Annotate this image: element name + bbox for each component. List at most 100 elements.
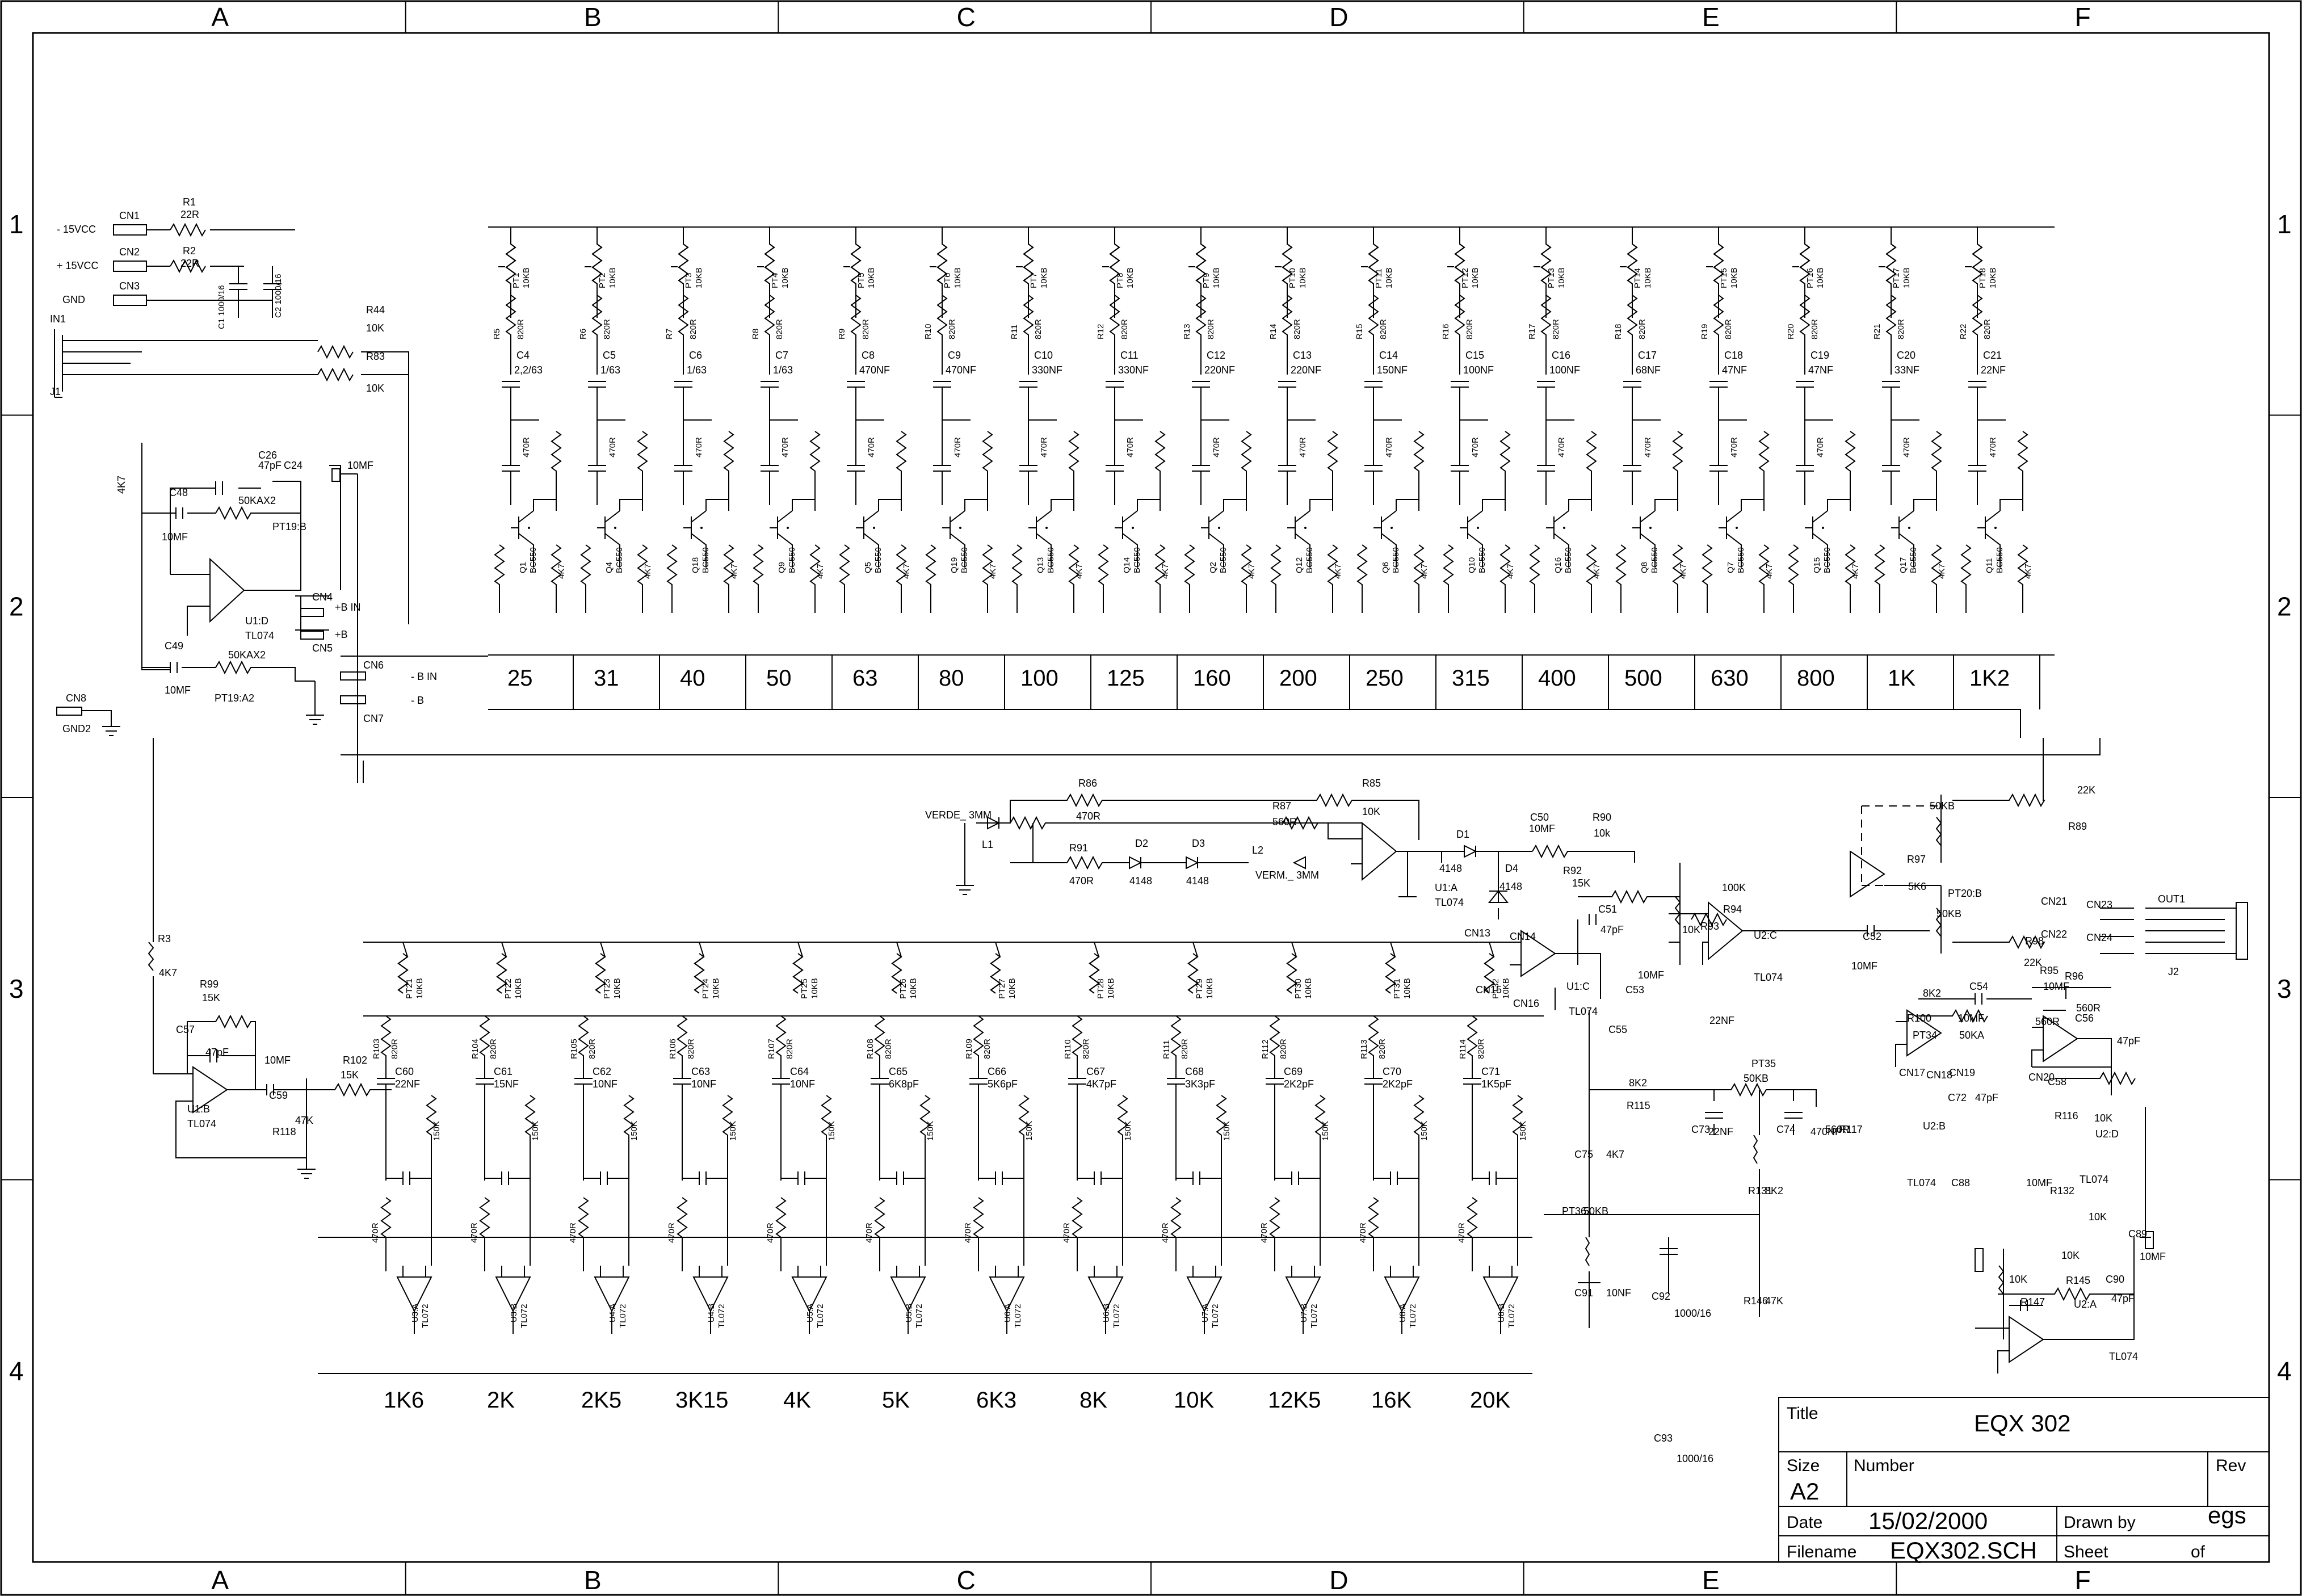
transistor-label: Q2 <box>1208 562 1218 573</box>
cap-label: C62 <box>593 1066 611 1077</box>
cap-top-label: C10 <box>1034 350 1053 361</box>
pot-label: PT8 <box>1115 272 1125 288</box>
r3-label: R3 <box>158 933 171 944</box>
transistor-type: BC550 <box>1305 547 1314 573</box>
pot-value: 10KB <box>1988 267 1998 288</box>
c54-value: 10MF <box>1958 1013 1984 1024</box>
lower-resistor-value: 470R <box>1062 1223 1072 1243</box>
transistor-label: Q13 <box>1036 557 1045 573</box>
opamp-type: TL072 <box>914 1304 924 1328</box>
cap-label: C67 <box>1086 1066 1105 1077</box>
r100-value: 8K2 <box>1923 988 1941 999</box>
c26-label: C26 <box>258 450 277 461</box>
series-resistor-label: R107 <box>767 1039 776 1059</box>
u1c-label: U1:C <box>1566 981 1590 992</box>
series-resistor-label: R10 <box>923 324 933 339</box>
series-resistor-label: R7 <box>665 329 674 339</box>
drawn-by-label: Drawn by <box>2064 1513 2136 1532</box>
c50-label: C50 <box>1530 812 1549 823</box>
cn18-label: CN18 <box>1926 1069 1952 1081</box>
r2-label: R2 <box>183 245 196 257</box>
u1d-label: U1:D <box>245 615 268 627</box>
u2c-label: U2:C <box>1754 930 1777 941</box>
series-resistor-value: 820R <box>1180 1039 1190 1059</box>
series-resistor-label: R103 <box>372 1039 381 1059</box>
series-resistor-value: 820R <box>1206 319 1216 339</box>
transistor-label: Q14 <box>1122 557 1132 573</box>
band-frequency-label: 400 <box>1538 666 1576 691</box>
transistor-type: BC550 <box>528 547 538 573</box>
pot-label: PT2 <box>598 272 607 288</box>
transistor-label: Q18 <box>691 557 700 573</box>
u1b-label: U1:B <box>187 1103 210 1115</box>
transistor-type: BC550 <box>1477 547 1487 573</box>
feedback-resistor-value: 150K <box>1024 1121 1034 1141</box>
zone-col-bottom-B: B <box>584 1565 602 1595</box>
cap-top-label: C6 <box>689 350 702 361</box>
c48-label: C48 <box>169 487 188 498</box>
pot-label: PT23 <box>602 978 612 999</box>
cap-top-label: C18 <box>1724 350 1743 361</box>
series-resistor-value: 820R <box>1465 319 1475 339</box>
pot-label: PT1 <box>511 272 521 288</box>
cap-value: 1K5pF <box>1481 1078 1511 1090</box>
u2a-label: U2:A <box>2074 1299 2097 1310</box>
transistor-label: Q5 <box>863 562 873 573</box>
r116-label: R116 <box>2055 1110 2078 1122</box>
opamp-type: TL072 <box>1408 1304 1418 1328</box>
r86-value: 470R <box>1076 810 1100 822</box>
cap-label: C61 <box>494 1066 513 1077</box>
cap-top-label: C16 <box>1552 350 1570 361</box>
c59-value: 10MF <box>264 1055 291 1066</box>
pot-value: 10KB <box>1501 978 1511 999</box>
c72-label: C72 <box>1948 1092 1967 1103</box>
pot-value: 10KB <box>1402 978 1412 999</box>
pot-value: 10KB <box>1384 267 1394 288</box>
series-resistor-label: R9 <box>837 329 847 339</box>
cap-top-label: C9 <box>948 350 961 361</box>
filename-label: Filename <box>1787 1543 1856 1561</box>
led-green-label: VERDE_ 3MM <box>925 809 992 821</box>
transistor-type: BC550 <box>1822 547 1832 573</box>
r99-label: R99 <box>200 978 219 990</box>
filename-value: EQX302.SCH <box>1890 1537 2037 1564</box>
cn8-connector <box>56 707 82 716</box>
power-input-section <box>54 222 409 624</box>
pot-label: PT18 <box>1978 268 1988 288</box>
c92-label: C92 <box>1652 1291 1670 1302</box>
d1-label: D1 <box>1456 829 1469 840</box>
c75-value: 4K7 <box>1606 1149 1624 1160</box>
bias-resistor-value: 470R <box>1039 437 1049 457</box>
pot-label: PT14 <box>1633 268 1643 288</box>
c91-label: C91 <box>1574 1287 1593 1299</box>
cap-value: 22NF <box>395 1078 420 1090</box>
b-in-plus-label: +B IN <box>335 602 361 613</box>
pot-label: PT30 <box>1293 978 1303 999</box>
c88-label: C88 <box>1951 1177 1970 1188</box>
c53-label: C53 <box>1625 984 1644 996</box>
r145-label: R145 <box>2066 1275 2090 1286</box>
emitter-resistor-value: 4K7 <box>988 564 998 579</box>
pot-value: 10KB <box>1007 978 1017 999</box>
r1-value: 22R <box>180 209 199 220</box>
cap-label: C63 <box>691 1066 710 1077</box>
bias-resistor-value: 470R <box>780 437 790 457</box>
emitter-resistor-value: 4K7 <box>816 564 825 579</box>
series-resistor-label: R104 <box>471 1039 480 1059</box>
bias-resistor-value: 470R <box>1384 437 1394 457</box>
pot-label: PT24 <box>701 978 711 999</box>
series-resistor-value: 820R <box>1637 319 1647 339</box>
transistor-label: Q17 <box>1898 557 1908 573</box>
series-resistor-value: 820R <box>1379 319 1388 339</box>
band-frequency-label: 31 <box>594 666 619 691</box>
series-resistor-value: 820R <box>861 319 871 339</box>
transistor-type: BC550 <box>1132 547 1142 573</box>
zone-row-left-1: 1 <box>9 209 24 239</box>
transistor-type: BC550 <box>873 547 883 573</box>
series-resistor-label: R12 <box>1096 324 1106 339</box>
r118-label: R118 <box>272 1126 296 1137</box>
title-block <box>1778 1397 2270 1563</box>
